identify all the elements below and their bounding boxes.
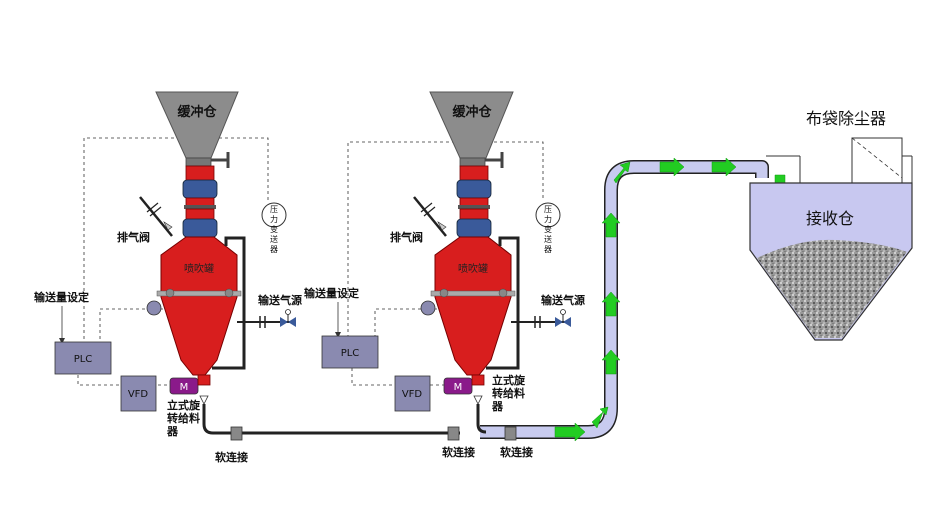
soft-joint-label: 软连接 <box>215 450 248 464</box>
plc-box <box>54 341 112 375</box>
buffer-bin-hopper <box>429 91 514 159</box>
conveying-unit-2: 缓冲仓 喷吹罐 排气阀 压 力 变 送 器 输送气源 输送量设定 <box>304 91 585 459</box>
soft-joint <box>230 426 243 441</box>
air-source-label: 输送气源 <box>258 293 302 307</box>
level-gauge <box>146 300 162 316</box>
svg-text:送: 送 <box>270 234 278 244</box>
receiving-bin-label: 接收仓 <box>806 209 854 228</box>
granular-material <box>757 239 907 338</box>
blow-tank <box>160 236 238 376</box>
flow-arrow <box>601 212 621 238</box>
blow-tank <box>434 236 512 376</box>
vent-valve-label: 排气阀 <box>117 230 150 244</box>
vfd-box <box>120 375 157 412</box>
tank-label: 喷吹罐 <box>458 262 488 275</box>
svg-text:VFD: VFD <box>402 389 423 400</box>
svg-text:M: M <box>180 382 189 393</box>
control-lines <box>347 141 544 386</box>
vent-valve-label: 排气阀 <box>390 230 423 244</box>
motor <box>169 377 199 395</box>
soft-joint-right-label: 软连接 <box>500 445 533 459</box>
flow-arrow <box>601 349 621 375</box>
lower-valve <box>456 218 492 238</box>
flow-arrow <box>659 157 685 177</box>
tank-label: 喷吹罐 <box>184 262 214 275</box>
soft-joint <box>447 426 460 441</box>
buffer-bin-label: 缓冲仓 <box>452 104 492 120</box>
feeder-label-1: 立式旋 <box>167 398 201 412</box>
svg-text:器: 器 <box>270 245 278 254</box>
buffer-bin-hopper <box>155 91 239 159</box>
feeder-label-3: 器 <box>166 425 179 438</box>
svg-text:变: 变 <box>544 224 552 234</box>
vfd-box <box>394 375 431 412</box>
conveying-unit-1: 缓冲仓 喷吹罐 排气阀 压 力 变 送 器 <box>34 91 460 464</box>
svg-text:变: 变 <box>270 224 278 234</box>
svg-text:力: 力 <box>544 214 552 224</box>
svg-text:器: 器 <box>544 245 552 254</box>
pressure-transmitter <box>535 202 561 228</box>
dust-collector-box <box>851 137 903 184</box>
svg-text:M: M <box>454 382 463 393</box>
flow-arrow <box>591 406 609 429</box>
svg-text:力: 力 <box>270 214 278 224</box>
motor <box>443 377 473 395</box>
upper-valve <box>456 179 492 199</box>
air-source-label: 输送气源 <box>541 293 585 307</box>
svg-text:VFD: VFD <box>128 389 149 400</box>
flow-arrow <box>554 422 586 442</box>
soft-joint-right <box>504 426 517 441</box>
receiving-bin-assembly: 布袋除尘器 接收仓 <box>749 109 913 341</box>
feeder-label-2: 转给料 <box>492 386 525 400</box>
svg-text:PLC: PLC <box>341 348 360 359</box>
flow-arrows <box>554 157 791 442</box>
setpoint-label: 输送量设定 <box>304 286 359 300</box>
pressure-transmitter <box>261 202 287 228</box>
plc-box <box>321 335 379 369</box>
svg-text:压: 压 <box>270 205 278 214</box>
flow-arrow <box>601 291 621 317</box>
feeder-label-1: 立式旋 <box>492 373 526 387</box>
dust-collector-label: 布袋除尘器 <box>806 109 886 128</box>
svg-text:送: 送 <box>544 234 552 244</box>
setpoint-label: 输送量设定 <box>34 290 89 304</box>
level-gauge <box>420 300 436 316</box>
upper-valve <box>182 179 218 199</box>
svg-text:PLC: PLC <box>74 354 93 365</box>
soft-joint-label: 软连接 <box>442 445 475 459</box>
lower-valve <box>182 218 218 238</box>
feeder-label-3: 器 <box>491 400 504 413</box>
feeder-label-2: 转给料 <box>167 411 200 425</box>
buffer-bin-label: 缓冲仓 <box>177 104 217 120</box>
flow-arrow <box>613 161 631 184</box>
flow-arrow <box>711 157 737 177</box>
svg-text:压: 压 <box>544 205 552 214</box>
control-lines <box>77 137 269 386</box>
